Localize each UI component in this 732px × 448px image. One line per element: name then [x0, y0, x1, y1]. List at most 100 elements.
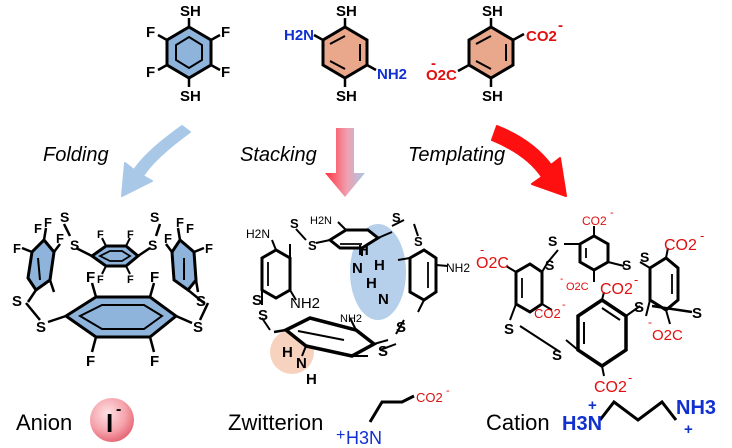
cation-caption: Cation — [486, 410, 550, 435]
sulfur-label: S — [548, 233, 557, 249]
charge-minus: - — [480, 242, 484, 257]
charge-minus: - — [648, 315, 652, 329]
sulfur-label: S — [12, 293, 22, 310]
nitrogen-label: N — [378, 291, 389, 308]
thiol-bottom: SH — [336, 88, 357, 105]
charge-minus: - — [700, 228, 704, 243]
sulfur-label: S — [290, 216, 299, 231]
thiol-bottom: SH — [180, 88, 201, 105]
benzene-inner-ring — [175, 35, 203, 70]
thiol-top: SH — [336, 3, 357, 20]
sulfur-label: S — [545, 257, 554, 273]
amine-label: NH2 — [290, 295, 320, 312]
thiol-top: SH — [482, 3, 503, 20]
sulfur-label: S — [70, 237, 79, 253]
monomer-fluoro: SH SH F F F F — [146, 3, 230, 105]
carboxylate-label: O2C — [426, 67, 457, 84]
carboxylate-label: O2C — [566, 281, 589, 293]
fluorine-label: F — [150, 269, 159, 286]
amine-label: H2N — [246, 227, 270, 241]
amine-label: H2N — [284, 27, 314, 44]
fluorine-label: F — [127, 229, 134, 241]
fluorine-label: F — [176, 215, 184, 230]
benzene-inner-ring — [97, 250, 132, 262]
fluorine-label: F — [44, 215, 52, 230]
templated-labels: S S S S S S S S CO2 - CO2 - O2C - O2C - … — [476, 207, 704, 396]
sulfur-label: S — [36, 319, 46, 336]
fluorine-label: F — [13, 241, 21, 256]
beta-alanine — [368, 394, 415, 423]
amine-label: H2N — [310, 215, 332, 227]
carboxylate-label: CO2 — [664, 237, 697, 254]
fluorine-label: F — [186, 221, 194, 236]
sulfur-label: S — [396, 319, 406, 336]
sulfur-label: S — [640, 249, 649, 265]
sulfur-label: S — [308, 238, 317, 253]
fluorine-label: F — [86, 269, 95, 286]
carboxylate-label: CO2 — [594, 379, 627, 396]
ammonium-label: NH3 — [676, 397, 716, 419]
carboxylate-label: CO2 — [582, 214, 607, 228]
fluorine-label: F — [164, 231, 172, 246]
plus-label: + — [588, 397, 597, 414]
sulfur-label: S — [378, 343, 388, 360]
fluorine-label: F — [86, 353, 95, 370]
ammonium-label: H3N — [346, 428, 382, 448]
fluorine-label: F — [146, 64, 155, 81]
amine-label: NH2 — [340, 313, 362, 325]
hydrogen-label: H — [366, 275, 377, 292]
monomer-carboxy: SH SH CO2 - O2C - — [426, 3, 563, 105]
thiol-top: SH — [180, 3, 201, 20]
folded-macrocycle — [21, 223, 210, 353]
putrescine — [598, 399, 678, 422]
fluorine-label: F — [56, 231, 64, 246]
sulfur-label: S — [392, 210, 401, 225]
sulfur-label: S — [252, 292, 262, 309]
sulfur-label: S — [258, 307, 268, 324]
iodide-ion — [90, 398, 134, 442]
sulfur-label: S — [414, 234, 423, 249]
nitrogen-label: N — [296, 355, 307, 372]
charge-minus: - — [431, 55, 436, 72]
hydrogen-label: H — [374, 257, 385, 274]
sulfur-label: S — [150, 209, 159, 225]
fluorine-label: F — [97, 274, 104, 286]
arrow-stacking — [325, 128, 365, 197]
templated-macrocycle — [505, 226, 693, 377]
templating-label: Templating — [408, 144, 505, 166]
sulfur-label: S — [504, 321, 514, 338]
nitrogen-label: N — [352, 260, 363, 277]
hydrogen-label: H — [358, 242, 369, 259]
arrow-folding — [121, 125, 191, 197]
fluorine-label: F — [34, 221, 42, 236]
carboxylate-label: CO2 — [600, 281, 633, 298]
ammonium-label: H3N — [562, 413, 602, 435]
hydrogen-label: H — [306, 371, 317, 388]
charge-minus: - — [610, 207, 614, 219]
sulfur-label: S — [634, 299, 644, 316]
charge-minus: - — [562, 299, 566, 311]
fluorine-label: F — [221, 64, 230, 81]
stacked-labels: H2N H2N S S S S H N H H N NH2 NH2 S S NH… — [246, 210, 470, 388]
sulfur-label: S — [622, 257, 631, 273]
plus-label: + — [684, 421, 693, 438]
carboxylate-label: CO2 — [534, 306, 561, 321]
monomer-amino: SH SH H2N NH2 — [284, 3, 407, 105]
sulfur-label: S — [148, 237, 157, 253]
iodide-label: I — [106, 408, 113, 438]
zwitterion-caption: Zwitterion — [228, 410, 323, 435]
charge-minus: - — [116, 401, 121, 418]
folded-labels: S S S S F F F F F F F F F F F F S S S S … — [12, 209, 213, 370]
fluorine-label: F — [221, 24, 230, 41]
benzene-ring — [165, 25, 213, 80]
charge-minus: - — [558, 17, 563, 34]
fluorine-label: F — [97, 229, 104, 241]
fluorine-label: F — [205, 241, 213, 256]
fluorine-label: F — [150, 353, 159, 370]
sulfur-label: S — [552, 347, 562, 364]
carboxylate-label: CO2 — [526, 28, 557, 45]
carboxylate-label: CO2 — [416, 390, 443, 405]
folding-label: Folding — [43, 144, 109, 166]
carboxylate-label: O2C — [652, 327, 683, 344]
